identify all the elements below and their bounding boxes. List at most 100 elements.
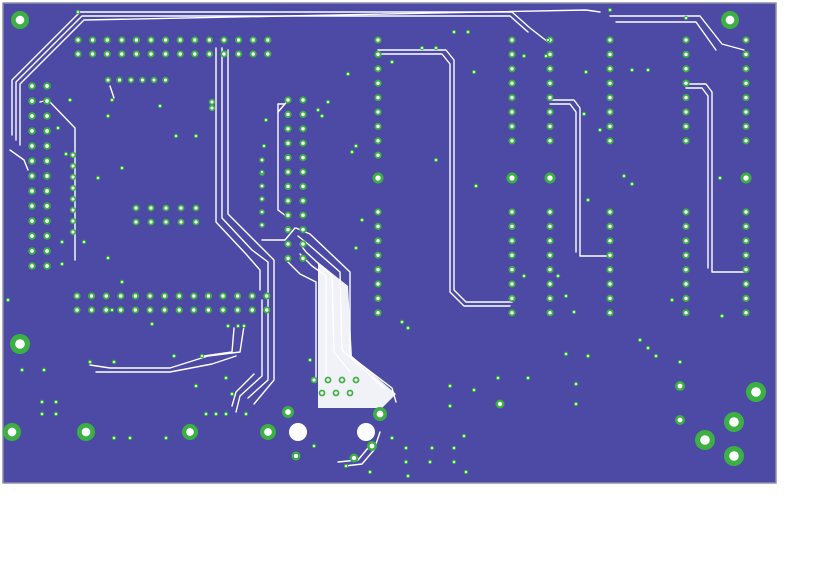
- via: [199, 353, 205, 359]
- header-pad: [132, 36, 140, 44]
- ic-pad: [284, 226, 292, 234]
- ic-pad: [682, 108, 690, 116]
- trace: [377, 49, 513, 303]
- via: [585, 353, 591, 359]
- via: [343, 463, 349, 469]
- ic-pad: [682, 137, 690, 145]
- ic-pad: [374, 122, 382, 130]
- ic-pad: [299, 168, 307, 176]
- via: [353, 245, 359, 251]
- connector-pad: [318, 389, 326, 397]
- ic-pad: [682, 222, 690, 230]
- pad: [349, 453, 359, 463]
- mounting-hole: [3, 423, 21, 441]
- via: [683, 15, 689, 21]
- ic-pad: [606, 309, 614, 317]
- via: [525, 375, 531, 381]
- via: [573, 401, 579, 407]
- pad: [150, 76, 158, 84]
- header-pad: [264, 36, 272, 44]
- header-pad: [161, 306, 169, 314]
- trace: [221, 47, 269, 399]
- ic-pad: [374, 65, 382, 73]
- ic-pad: [299, 240, 307, 248]
- ic-pad: [43, 157, 51, 165]
- via: [645, 67, 651, 73]
- via: [465, 29, 471, 35]
- trace: [615, 21, 717, 51]
- header-pad: [175, 292, 183, 300]
- via: [543, 53, 549, 59]
- ic-pad: [374, 108, 382, 116]
- ic-pad: [606, 222, 614, 230]
- pad: [506, 172, 518, 184]
- ic-pad: [28, 97, 36, 105]
- pad: [675, 381, 685, 391]
- pad: [259, 209, 265, 215]
- ic-pad: [43, 187, 51, 195]
- header-pad: [102, 306, 110, 314]
- pad: [372, 172, 384, 184]
- header-pad: [102, 292, 110, 300]
- via: [429, 445, 435, 451]
- via: [597, 127, 603, 133]
- ic-pad: [284, 240, 292, 248]
- ic-pad: [28, 217, 36, 225]
- ic-pad: [374, 266, 382, 274]
- mounting-hole: [10, 334, 30, 354]
- pad-layer: [3, 11, 766, 466]
- pad: [69, 162, 77, 170]
- trace: [235, 299, 263, 413]
- via: [39, 411, 45, 417]
- ic-pad: [28, 127, 36, 135]
- via: [585, 197, 591, 203]
- via: [451, 29, 457, 35]
- connector-hole: [289, 423, 307, 441]
- via: [241, 323, 247, 329]
- via: [53, 411, 59, 417]
- via: [637, 337, 643, 343]
- ic-pad: [374, 79, 382, 87]
- via: [471, 387, 477, 393]
- via: [63, 151, 69, 157]
- trace: [685, 87, 709, 269]
- ic-pad: [374, 151, 382, 159]
- via: [669, 297, 675, 303]
- ic-pad: [606, 79, 614, 87]
- ic-pad: [508, 280, 516, 288]
- ic-pad: [508, 36, 516, 44]
- via: [119, 165, 125, 171]
- ic-pad: [299, 182, 307, 190]
- header-pad: [73, 306, 81, 314]
- via: [127, 435, 133, 441]
- via: [717, 175, 723, 181]
- via: [463, 469, 469, 475]
- ic-pad: [682, 36, 690, 44]
- ic-pad: [606, 208, 614, 216]
- ic-pad: [374, 36, 382, 44]
- ic-pad: [682, 266, 690, 274]
- ic-pad: [43, 82, 51, 90]
- ic-pad: [606, 65, 614, 73]
- header-pad: [220, 50, 228, 58]
- ic-pad: [606, 94, 614, 102]
- via: [87, 359, 93, 365]
- via: [171, 353, 177, 359]
- ic-pad: [742, 79, 750, 87]
- pad: [69, 195, 77, 203]
- pad: [162, 204, 170, 212]
- via: [59, 239, 65, 245]
- ic-pad: [508, 79, 516, 87]
- trace-layer: [9, 9, 747, 467]
- pad: [162, 76, 169, 84]
- header-pad: [103, 50, 111, 58]
- via: [109, 307, 115, 313]
- via: [461, 433, 467, 439]
- mounting-hole: [260, 424, 276, 440]
- via: [719, 313, 725, 319]
- trace: [344, 431, 381, 467]
- header-pad: [117, 306, 125, 314]
- via: [451, 445, 457, 451]
- header-pad: [89, 50, 97, 58]
